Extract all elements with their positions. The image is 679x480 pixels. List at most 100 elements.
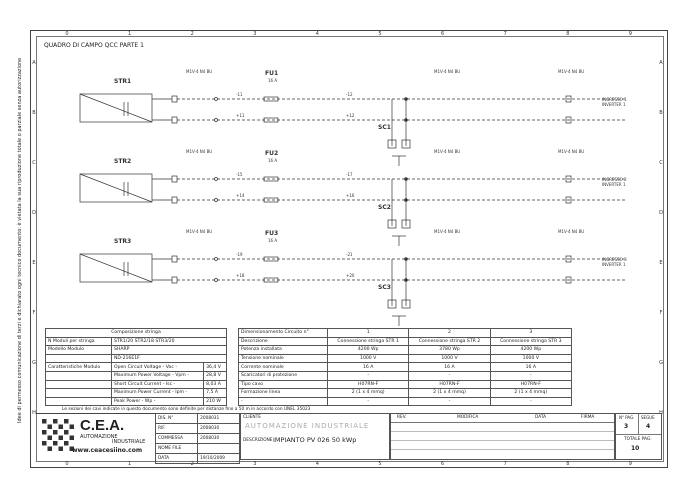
ruler-col: 7: [503, 31, 507, 37]
ruler-col: 1: [128, 461, 132, 467]
wire-label: -21: [346, 252, 353, 257]
terminal-tag: M1V-4 N4 BU: [186, 69, 213, 74]
surge-label: SC3: [378, 284, 391, 291]
surge-label: SC1: [378, 124, 391, 131]
rev-date-label: DATA: [535, 415, 547, 420]
inner-frame: [36, 36, 664, 462]
ruler-col: 3: [253, 461, 257, 467]
ruler-col: 1: [128, 31, 132, 37]
rif-label: RIF.: [154, 423, 199, 434]
ruler-row: B: [32, 110, 36, 116]
output-label: INGRESSO 3: [602, 257, 627, 262]
output-label: INVERTER 1: [602, 182, 626, 187]
seg-label: SEGUE: [641, 415, 655, 420]
ruler-col: 6: [441, 461, 445, 467]
desc-value: IMPIANTO PV 026 50 kWp: [273, 436, 357, 444]
terminal-tag: M1V-4 N4 BU: [186, 229, 213, 234]
terminal-tag: M1V-4 N4 BU: [558, 229, 585, 234]
company-sub1: AUTOMAZIONE: [80, 434, 118, 440]
wire-label: -17: [346, 172, 353, 177]
client-box: CLIENTE AUTOMAZIONE INDUSTRIALE DESCRIZI…: [240, 413, 390, 460]
schematic: [79, 93, 626, 326]
table-header-cell: Dimensionamento Circuito n°: [237, 328, 329, 338]
ruler-row: E: [659, 260, 663, 266]
ruler-col: 4: [315, 31, 319, 37]
ruler-col: 7: [503, 461, 507, 467]
ruler-col: 9: [628, 31, 632, 37]
table-row: Peak Power - Wp -210 W: [45, 396, 227, 407]
wire-label: -12: [346, 92, 353, 97]
file-value: [197, 443, 240, 454]
client-value: AUTOMAZIONE INDUSTRIALE: [245, 422, 370, 430]
ruler-row: C: [32, 160, 36, 166]
pag-value: 3: [624, 423, 629, 430]
ruler-col: 8: [566, 31, 570, 37]
fuse-label: FU2: [265, 150, 279, 157]
ruler-row: F: [659, 310, 663, 316]
ruler-col: 0: [65, 31, 69, 37]
wire-label: -11: [236, 92, 243, 97]
table-header-cell: 1: [327, 328, 410, 338]
fuse-rating: 16 A: [268, 78, 278, 83]
ruler-col: 2: [190, 461, 194, 467]
ruler-row: G: [32, 360, 36, 366]
dis-value: 2008031: [197, 413, 240, 424]
ruler-row: B: [659, 110, 663, 116]
logo-grid-icon: [42, 419, 74, 451]
modifica-label: MODIFICA: [457, 415, 479, 420]
company-sub2: INDUSTRIALE: [112, 439, 146, 445]
tot-label: TOTALE PAG.: [624, 437, 652, 442]
side-note: Idee di permesso comunicazione di terzi …: [17, 57, 23, 423]
output-label: INVERTER 1: [602, 262, 626, 267]
wire-label: +14: [236, 193, 245, 198]
module-table: Composizione stringa N Moduli per string…: [45, 328, 228, 407]
terminal-tag: M1V-4 N4 BU: [558, 69, 585, 74]
logo: C.E.A. AUTOMAZIONE INDUSTRIALE www.ceace…: [40, 417, 150, 457]
ruler-row: D: [659, 210, 663, 216]
table-header-cell: 2: [408, 328, 491, 338]
ruler-col: 8: [566, 461, 570, 467]
tot-value: 10: [631, 445, 640, 452]
table-row: ND-216E1F: [45, 353, 228, 364]
ruler-row: F: [32, 310, 36, 316]
seg-value: 4: [646, 423, 651, 430]
terminal-tag: M1V-4 N4 BU: [186, 149, 213, 154]
ruler-col: 5: [378, 31, 382, 37]
string-name: STR3: [114, 238, 132, 245]
client-label: CLIENTE: [243, 415, 261, 420]
file-label: NOME FILE: [154, 443, 199, 454]
terminal-tag: M1V-4 N4 BU: [558, 149, 585, 154]
ruler-row: D: [32, 210, 36, 216]
fuse-label: FU1: [265, 70, 279, 77]
wire-label: +12: [346, 113, 355, 118]
wire-label: +18: [236, 273, 245, 278]
fuse-label: FU3: [265, 230, 279, 237]
output-label: INGRESSO 1: [602, 97, 627, 102]
module-table-header: Composizione stringa: [45, 328, 227, 338]
commessa-label: COMMESSA: [154, 433, 199, 444]
wire-label: +16: [346, 193, 355, 198]
date-value: 19/10/2009: [197, 453, 240, 464]
table-row: ----: [237, 396, 573, 407]
ruler-col: 5: [378, 461, 382, 467]
page-box: N° PAG. SEGUE 3 4 TOTALE PAG. 10: [615, 413, 662, 460]
website: www.ceacesiino.com: [72, 447, 143, 454]
drawing-frame: [30, 30, 668, 468]
ruler-row: A: [32, 60, 36, 66]
ruler-row: H: [32, 410, 36, 416]
ruler-col: 6: [441, 31, 445, 37]
wire-label: +20: [346, 273, 355, 278]
terminal-tag: M1V-4 N4 BU: [434, 149, 461, 154]
table-row: Maximum Power Current - Ipm -7,5 A: [45, 388, 227, 398]
footnote: Le sezioni dei cavi indicate in questo d…: [62, 407, 311, 412]
wire-label: -15: [236, 172, 243, 177]
table-row: Scaricatori di protezione---: [237, 370, 573, 381]
sheet-title: QUADRO DI CAMPO QCC PARTE 1: [44, 42, 144, 49]
